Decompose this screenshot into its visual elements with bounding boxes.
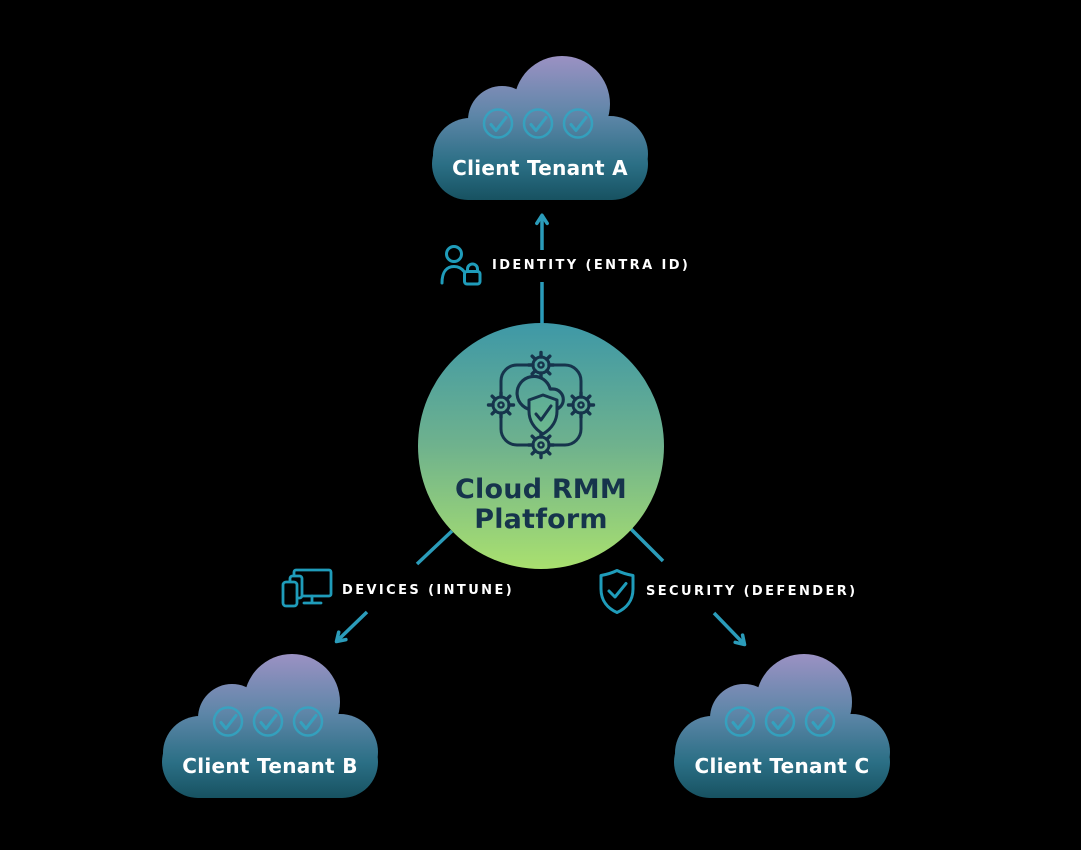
tenant-a-label: Client Tenant A — [452, 156, 628, 180]
platform-title-line1: Cloud RMM — [455, 474, 627, 505]
tenant-node-a: Client Tenant A — [430, 52, 650, 202]
cloud-icon — [432, 56, 648, 200]
tenant-node-c: Client Tenant C — [672, 650, 892, 800]
platform-title-line2: Platform — [474, 504, 608, 535]
connection-label-security: SECURITY (DEFENDER) — [597, 567, 857, 615]
cloud-rmm-platform-node: Cloud RMM Platform — [418, 323, 664, 569]
connection-label-devices: DEVICES (INTUNE) — [281, 566, 514, 614]
devices-label: DEVICES (INTUNE) — [342, 582, 515, 598]
tenant-b-label: Client Tenant B — [182, 754, 358, 778]
tenant-c-label: Client Tenant C — [694, 754, 870, 778]
tenant-node-b: Client Tenant B — [160, 650, 380, 800]
connector-devices-arrow — [334, 529, 454, 644]
gears-cloud-shield-icon — [486, 350, 596, 460]
user-lock-icon — [440, 245, 482, 286]
identity-label: IDENTITY (ENTRA ID) — [492, 257, 691, 273]
three-check-circles-icon — [724, 706, 836, 737]
three-check-circles-icon — [212, 706, 324, 737]
security-label: SECURITY (DEFENDER) — [646, 583, 858, 599]
connector-security-arrow — [629, 527, 747, 647]
three-check-circles-icon — [482, 108, 594, 139]
cloud-icon — [674, 654, 890, 798]
shield-check-icon — [599, 569, 635, 614]
connection-label-identity: IDENTITY (ENTRA ID) — [437, 241, 690, 289]
devices-icon — [281, 568, 333, 608]
platform-title: Cloud RMM Platform — [418, 475, 664, 535]
